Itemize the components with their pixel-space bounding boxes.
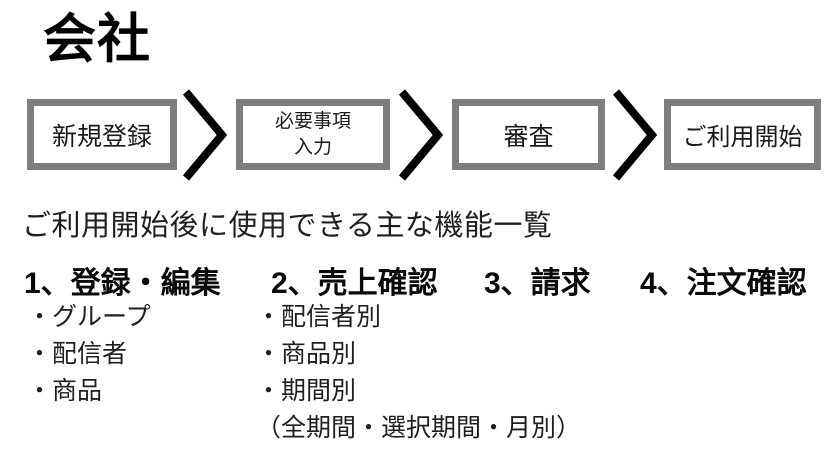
list-item: ・期間別 <box>256 378 357 405</box>
flow-step-label: 審査 <box>503 123 554 151</box>
list-item: ・配信者別 <box>256 304 382 331</box>
feature-heading-order-check: 4、注文確認 <box>640 267 807 300</box>
features-subtitle: ご利用開始後に使用できる主な機能一覧 <box>22 210 553 242</box>
flow-step-new-registration: 新規登録 <box>27 99 177 170</box>
flow-step-label: 新規登録 <box>51 123 152 151</box>
feature-list-sales-check: ・配信者別 ・商品別 ・期間別 （全期間・選択期間・月別） <box>256 299 581 447</box>
chevron-right-icon <box>612 89 658 181</box>
flow-step-label: 必要事項 入力 <box>274 110 351 158</box>
feature-list-register-edit: ・グループ ・配信者 ・商品 <box>27 299 151 410</box>
chevron-right-icon <box>398 89 444 181</box>
flow-step-screening: 審査 <box>452 99 605 170</box>
feature-heading-register-edit: 1、登録・編集 <box>24 267 221 300</box>
list-item: （全期間・選択期間・月別） <box>256 415 582 442</box>
list-item: ・商品 <box>27 378 103 405</box>
list-item: ・商品別 <box>256 341 357 368</box>
page-title: 会社 <box>43 10 151 69</box>
list-item: ・グループ <box>27 304 151 331</box>
list-item: ・配信者 <box>27 341 128 368</box>
feature-heading-billing: 3、請求 <box>484 267 591 300</box>
flow-step-start-use: ご利用開始 <box>664 99 821 170</box>
chevron-right-icon <box>182 89 228 181</box>
flow-step-required-info: 必要事項 入力 <box>236 99 390 170</box>
flow-step-label: ご利用開始 <box>682 125 803 151</box>
feature-heading-sales-check: 2、売上確認 <box>271 267 438 300</box>
